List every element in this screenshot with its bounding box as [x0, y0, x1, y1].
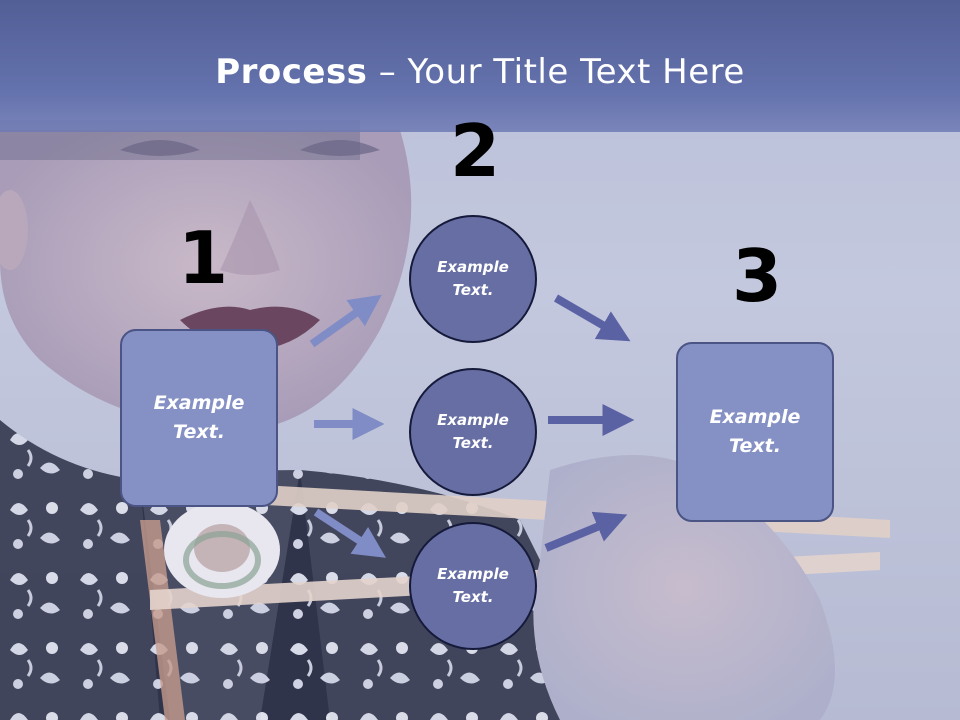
step-2-circle-top: Example Text. — [409, 215, 537, 343]
arrow-1-to-2-top — [309, 294, 382, 348]
step-number-1: 1 — [178, 216, 229, 300]
title-bold: Process — [215, 52, 368, 92]
step-3-box: Example Text. — [676, 342, 834, 522]
step-number-3: 3 — [732, 234, 783, 318]
step-2-circle-middle: Example Text. — [409, 368, 537, 496]
arrow-1-to-2-bottom — [313, 508, 387, 558]
slide-title: Process – Your Title Text Here — [0, 52, 960, 92]
step-number-2: 2 — [450, 109, 501, 193]
title-rest: – Your Title Text Here — [367, 52, 745, 92]
arrow-2-to-3-bottom — [544, 511, 628, 552]
step-2-circle-bottom: Example Text. — [409, 522, 537, 650]
arrow-2-to-3-top — [553, 294, 631, 342]
title-band — [0, 0, 960, 132]
step-1-box: Example Text. — [120, 329, 278, 507]
